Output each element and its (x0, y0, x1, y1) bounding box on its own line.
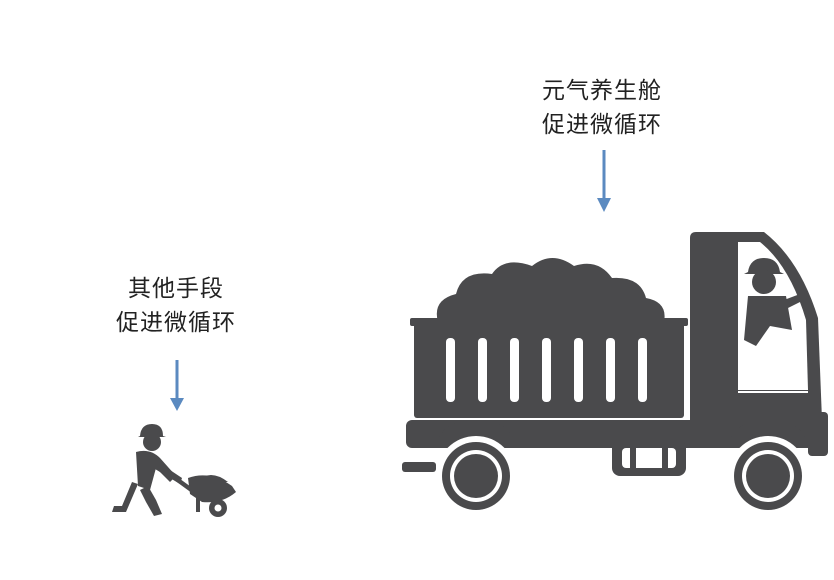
left-arrow-icon (170, 360, 184, 411)
right-arrow-icon (597, 150, 611, 212)
truck-fuel-tank (612, 440, 686, 476)
right-caption-line2: 促进微循环 (542, 112, 662, 138)
left-caption-line1: 其他手段 (128, 276, 224, 302)
right-caption: 元气养生舱 促进微循环 (522, 74, 682, 142)
left-caption: 其他手段 促进微循环 (96, 272, 256, 340)
right-caption-line1: 元气养生舱 (542, 78, 662, 104)
driver-icon (744, 258, 804, 346)
left-caption-line2: 促进微循环 (116, 310, 236, 336)
truck-load (436, 258, 665, 322)
truck-rear-wheel (436, 436, 516, 516)
dump-truck-with-driver-icon (402, 232, 828, 516)
worker-with-wheelbarrow-icon (112, 424, 236, 517)
truck-front-wheel (728, 436, 808, 516)
